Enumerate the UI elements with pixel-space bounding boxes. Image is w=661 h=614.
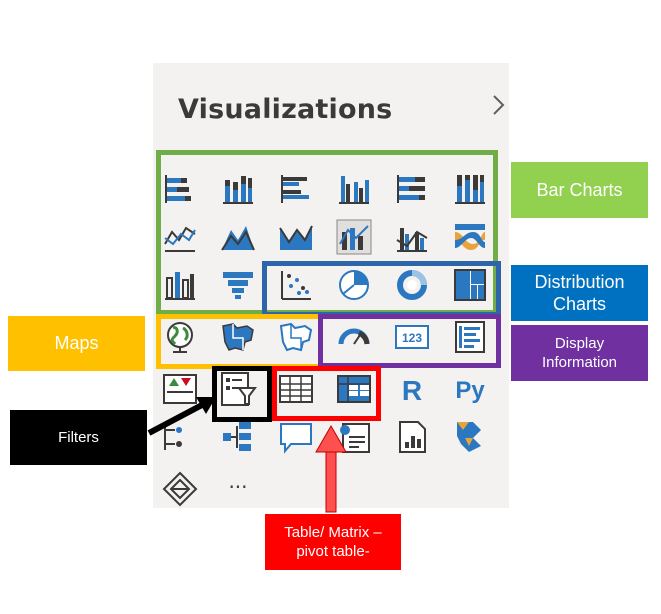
funnel-chart-icon[interactable] — [219, 266, 257, 304]
display-information-label: Display Information — [511, 325, 648, 381]
more-visuals-icon[interactable]: ··· — [219, 470, 257, 508]
power-automate-icon[interactable] — [451, 418, 489, 456]
r-script-visual-icon[interactable]: R — [393, 370, 431, 408]
line-and-stacked-column-chart-icon[interactable] — [335, 218, 373, 256]
stacked-bar-chart-icon[interactable] — [161, 170, 199, 208]
more-glyph: ··· — [228, 475, 247, 499]
decomposition-tree-icon[interactable] — [219, 418, 257, 456]
scatter-chart-icon[interactable] — [277, 266, 315, 304]
matrix-icon[interactable] — [335, 370, 373, 408]
100-stacked-column-chart-icon[interactable] — [451, 170, 489, 208]
key-influencers-icon[interactable] — [161, 418, 199, 456]
table-icon[interactable] — [277, 370, 315, 408]
r-glyph: R — [402, 375, 422, 406]
python-visual-icon[interactable]: Py — [451, 370, 489, 408]
pie-chart-icon[interactable] — [335, 266, 373, 304]
area-chart-icon[interactable] — [219, 218, 257, 256]
100-stacked-bar-chart-icon[interactable] — [393, 170, 431, 208]
ribbon-chart-icon[interactable] — [451, 218, 489, 256]
qa-icon[interactable] — [277, 418, 315, 456]
filled-map-icon[interactable] — [219, 318, 257, 356]
slicer-icon[interactable] — [219, 370, 257, 408]
map-icon[interactable] — [161, 318, 199, 356]
stacked-column-chart-icon[interactable] — [219, 170, 257, 208]
card-icon[interactable]: 123 — [393, 318, 431, 356]
filters-label: Filters — [10, 410, 147, 465]
donut-chart-icon[interactable] — [393, 266, 431, 304]
table-matrix-label: Table/ Matrix – pivot table- — [265, 514, 401, 570]
gauge-icon[interactable] — [335, 318, 373, 356]
paginated-report-icon[interactable] — [393, 418, 431, 456]
clustered-bar-chart-icon[interactable] — [277, 170, 315, 208]
multi-row-card-icon[interactable] — [451, 318, 489, 356]
line-and-clustered-column-chart-icon[interactable] — [393, 218, 431, 256]
stacked-area-chart-icon[interactable] — [277, 218, 315, 256]
card-glyph: 123 — [402, 331, 422, 345]
waterfall-chart-icon[interactable] — [161, 266, 199, 304]
py-glyph: Py — [455, 377, 485, 404]
smart-narrative-icon[interactable] — [335, 418, 373, 456]
maps-label: Maps — [8, 316, 145, 371]
clustered-column-chart-icon[interactable] — [335, 170, 373, 208]
bar-charts-label: Bar Charts — [511, 162, 648, 218]
pane-title: Visualizations — [178, 94, 393, 125]
power-apps-icon[interactable] — [161, 470, 199, 508]
shape-map-icon[interactable] — [277, 318, 315, 356]
line-chart-icon[interactable] — [161, 218, 199, 256]
treemap-icon[interactable] — [451, 266, 489, 304]
distribution-charts-label: Distribution Charts — [511, 265, 648, 321]
chevron-right-icon[interactable] — [487, 92, 511, 118]
kpi-icon[interactable] — [161, 370, 199, 408]
